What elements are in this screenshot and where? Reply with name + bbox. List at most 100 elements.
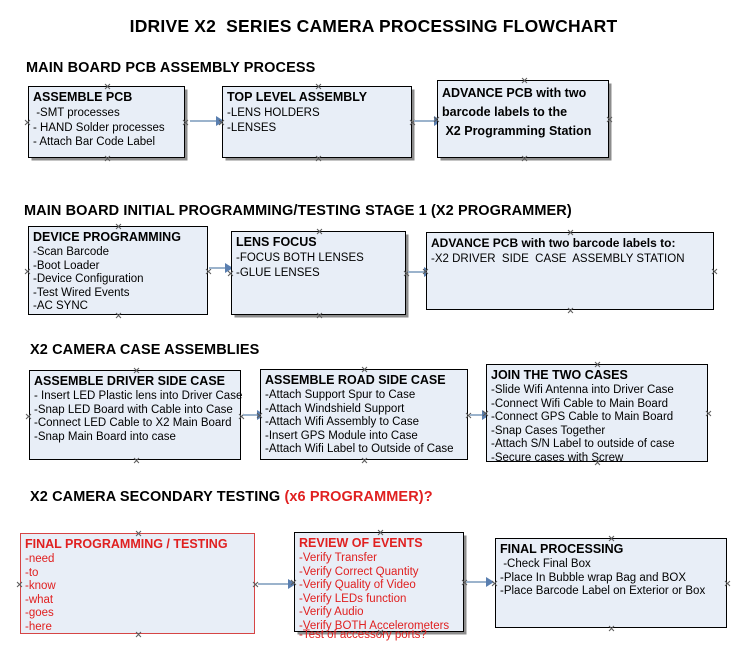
box-line: -Verify Audio xyxy=(299,606,364,619)
box-line: -Verify BOTH Accelerometers xyxy=(299,619,450,632)
box-line: -GLUE LENSES xyxy=(236,266,320,279)
box-title: LENS FOCUS xyxy=(236,235,317,249)
box-review-of-events[interactable]: REVIEW OF EVENTS -Verify Transfer -Verif… xyxy=(294,529,464,641)
box-line: -Insert GPS Module into Case xyxy=(265,429,418,442)
box-line: -Place Barcode Label on Exterior or Box xyxy=(500,585,706,598)
box-top-level-assembly[interactable]: TOP LEVEL ASSEMBLY -LENS HOLDERS -LENSES xyxy=(222,86,412,158)
box-device-programming[interactable]: DEVICE PROGRAMMING -Scan Barcode -Boot L… xyxy=(28,226,208,315)
connection-handle-right xyxy=(252,581,259,588)
box-line: -Attach S/N Label to outside of case xyxy=(491,438,675,451)
box-line: -Secure cases with Screw xyxy=(491,451,624,464)
box-line: -Connect Wifi Cable to Main Board xyxy=(491,397,669,410)
box-line: -Boot Loader xyxy=(33,259,100,272)
box-line: -know xyxy=(25,580,56,593)
box-advance-pcb-driver-side[interactable]: ADVANCE PCB with two barcode labels to: … xyxy=(426,232,714,310)
connection-handle-right xyxy=(724,580,731,587)
box-title: ADVANCE PCB with two barcode labels to: xyxy=(431,236,676,250)
connection-handle-right xyxy=(606,116,613,123)
connection-handle-bottom xyxy=(608,625,615,632)
section-heading-4-text: X2 CAMERA SECONDARY TESTING xyxy=(30,489,285,505)
connection-handle-top xyxy=(135,530,142,537)
connection-handle-right xyxy=(182,119,189,126)
box-line: -Slide Wifi Antenna into Driver Case xyxy=(491,384,674,396)
box-line: - Insert LED Plastic lens into Driver Ca… xyxy=(34,390,243,402)
box-title: FINAL PROGRAMMING / TESTING xyxy=(25,537,228,551)
box-lens-focus[interactable]: LENS FOCUS -FOCUS BOTH LENSES -GLUE LENS… xyxy=(231,231,406,315)
box-line: - HAND Solder processes xyxy=(33,121,165,134)
connection-handle-left xyxy=(24,119,31,126)
connection-handle-bottom xyxy=(567,307,574,314)
section-heading-3: X2 CAMERA CASE ASSEMBLIES xyxy=(30,342,260,358)
connector-arrow xyxy=(466,577,494,587)
box-line: -LENSES xyxy=(227,121,277,134)
box-line: -Scan Barcode xyxy=(33,246,110,258)
connection-handle-bottom xyxy=(361,457,368,464)
section-heading-4-note: (x6 PROGRAMMER)? xyxy=(284,489,433,505)
connector-arrow xyxy=(190,116,224,126)
connection-handle-top xyxy=(377,529,384,536)
section-heading-1: MAIN BOARD PCB ASSEMBLY PROCESS xyxy=(26,60,316,76)
box-title: ASSEMBLE DRIVER SIDE CASE xyxy=(34,374,226,388)
box-line: -Verify LEDs function xyxy=(299,592,407,605)
box-line: -Attach Support Spur to Case xyxy=(265,389,416,401)
box-line: -Device Configuration xyxy=(33,273,144,286)
connection-handle-top xyxy=(521,77,528,84)
box-line: -Verify Correct Quantity xyxy=(299,565,419,578)
box-line: -Attach Wifi Assembly to Case xyxy=(265,416,420,429)
connection-handle-right xyxy=(461,579,468,586)
box-advance-pcb-station[interactable]: ADVANCE PCB with two barcode labels to t… xyxy=(437,80,609,158)
connection-handle-left xyxy=(491,580,498,587)
connection-handle-right xyxy=(711,268,718,275)
box-line: -need xyxy=(25,553,55,565)
connection-handle-top xyxy=(608,535,615,542)
box-line: -Check Final Box xyxy=(500,558,591,570)
box-line: - Attach Bar Code Label xyxy=(33,136,156,148)
connector-arrow xyxy=(258,579,296,589)
connection-handle-bottom xyxy=(104,155,111,162)
connection-handle-right xyxy=(465,412,472,419)
connection-handle-right xyxy=(403,270,410,277)
box-assemble-driver-side-case[interactable]: ASSEMBLE DRIVER SIDE CASE - Insert LED P… xyxy=(29,367,243,460)
box-title: ASSEMBLE ROAD SIDE CASE xyxy=(265,373,446,387)
page-title: IDRIVE X2 SERIES CAMERA PROCESSING FLOWC… xyxy=(129,16,618,36)
connection-handle-left xyxy=(227,270,234,277)
connection-handle-left xyxy=(25,413,32,420)
connection-handle-left xyxy=(16,581,23,588)
box-title: FINAL PROCESSING xyxy=(500,542,624,556)
box-line: -AC SYNC xyxy=(33,300,88,313)
box-line: -Verify Transfer xyxy=(299,552,377,564)
box-line: -Attach Windshield Support xyxy=(265,402,405,415)
box-line-overflow: -Test of accessory ports? xyxy=(299,629,427,641)
box-line: -to xyxy=(25,566,39,579)
connection-handle-bottom xyxy=(133,457,140,464)
box-line: -goes xyxy=(25,607,54,620)
connection-handle-left xyxy=(24,268,31,275)
connection-handle-bottom xyxy=(316,312,323,319)
box-line: -here xyxy=(25,620,52,633)
box-assemble-pcb[interactable]: ASSEMBLE PCB -SMT processes - HAND Solde… xyxy=(28,86,185,158)
connection-handle-top xyxy=(567,229,574,236)
box-title: DEVICE PROGRAMMING xyxy=(33,230,181,244)
connector-arrow xyxy=(209,263,233,273)
connection-handle-top xyxy=(115,223,122,230)
section-heading-4: X2 CAMERA SECONDARY TESTING (x6 PROGRAMM… xyxy=(30,489,433,505)
connection-handle-left xyxy=(218,119,225,126)
connection-handle-left xyxy=(433,116,440,123)
connection-handle-right xyxy=(409,119,416,126)
box-line: -Snap LED Board with Cable into Case xyxy=(34,403,233,416)
box-assemble-road-side-case[interactable]: ASSEMBLE ROAD SIDE CASE -Attach Support … xyxy=(260,369,468,460)
connection-handle-right xyxy=(705,410,712,417)
connection-handle-top xyxy=(133,367,140,374)
box-final-processing[interactable]: FINAL PROCESSING -Check Final Box -Place… xyxy=(495,538,727,628)
box-join-the-two-cases[interactable]: JOIN THE TWO CASES -Slide Wifi Antenna i… xyxy=(486,361,708,464)
box-line: -SMT processes xyxy=(33,107,120,119)
box-line: -Attach Wifi Label to Outside of Case xyxy=(265,443,454,456)
box-line: -Test Wired Events xyxy=(33,286,130,299)
box-title: ASSEMBLE PCB xyxy=(33,90,133,104)
box-final-programming-testing[interactable]: FINAL PROGRAMMING / TESTING -need -to -k… xyxy=(20,533,255,634)
connection-handle-top xyxy=(594,361,601,368)
section-heading-2: MAIN BOARD INITIAL PROGRAMMING/TESTING S… xyxy=(24,203,572,219)
connection-handle-top xyxy=(104,83,111,90)
connection-handle-right xyxy=(205,268,212,275)
